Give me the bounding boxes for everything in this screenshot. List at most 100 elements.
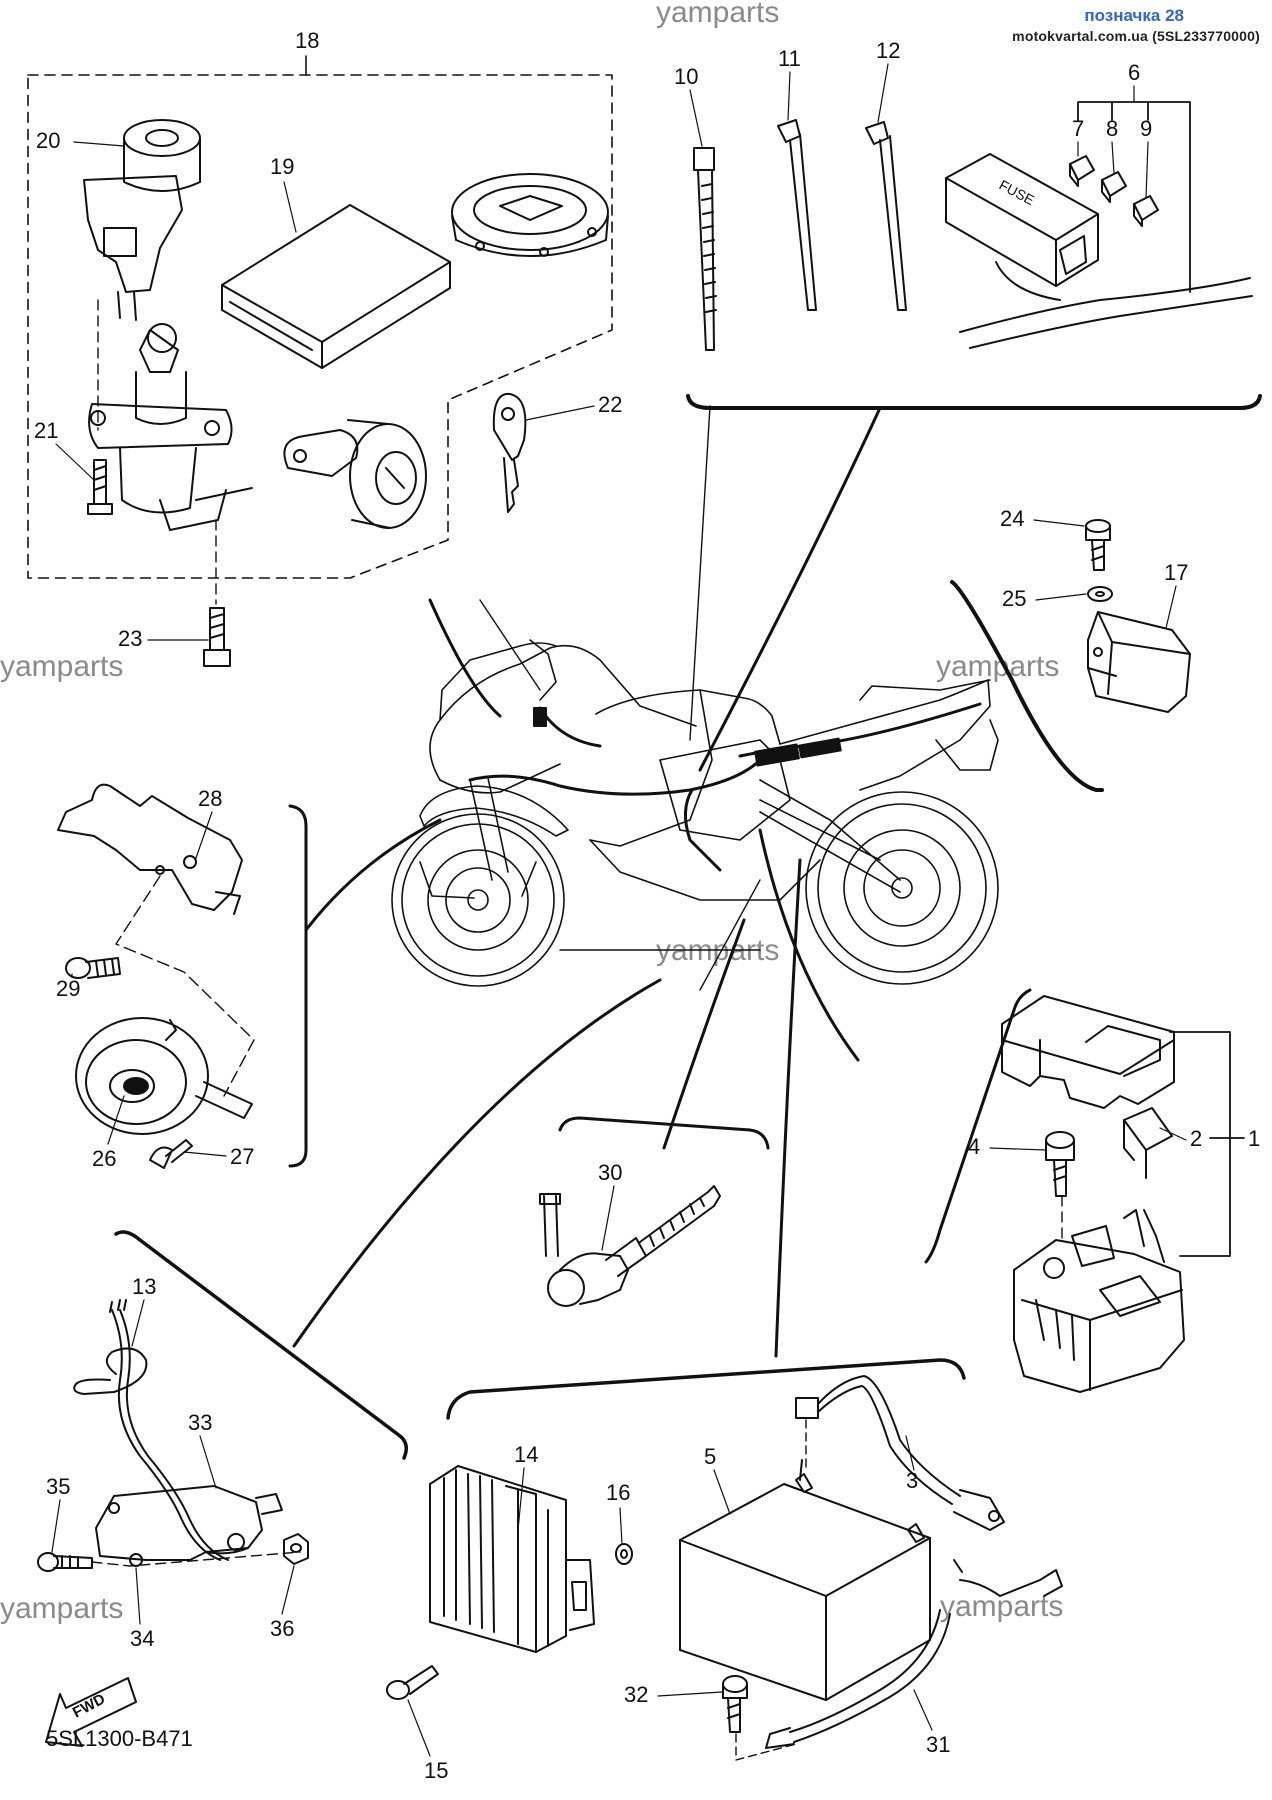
part-number-8: 8 [1106, 116, 1118, 141]
cable-band-icon [865, 121, 907, 311]
washer-icon [615, 1543, 633, 1565]
fuse-icon [1101, 171, 1127, 203]
leader-lines [304, 818, 442, 932]
part-number-35: 35 [46, 1474, 70, 1499]
fuel-cap-icon [451, 173, 609, 257]
part-number-6: 6 [1128, 60, 1140, 85]
horn-icon [75, 1017, 253, 1135]
part-number-11: 11 [778, 46, 801, 71]
ecu-unit-icon [221, 204, 451, 369]
part-number-17: 17 [1164, 560, 1188, 585]
bolt-icon [87, 459, 113, 515]
leader [1077, 101, 1191, 293]
part-number-4: 4 [968, 1134, 980, 1159]
fuse-icon [1123, 1107, 1173, 1179]
steering-lock-icon [88, 323, 253, 531]
diagram-code: 5SL1300-B471 [46, 1726, 193, 1751]
fuse-icon [1069, 155, 1095, 187]
battery-cable-icon [795, 1375, 1005, 1531]
part-number-10: 10 [674, 64, 698, 89]
part-number-15: 15 [424, 1758, 448, 1783]
part-number-1: 1 [1248, 1126, 1260, 1151]
part-number-33: 33 [188, 1410, 212, 1435]
motorcycle-outline [391, 639, 999, 987]
fwd-text: FWD [70, 1690, 108, 1721]
part-number-25: 25 [1002, 586, 1026, 611]
switch-sensor-icon [539, 1185, 721, 1307]
fuse-text: FUSE [997, 177, 1037, 209]
watermark: yamparts [656, 0, 780, 29]
detail-bracket [114, 1230, 408, 1460]
part-number-19: 19 [270, 154, 294, 179]
part-number-30: 30 [598, 1160, 622, 1185]
sensor-cable-icon [73, 1299, 229, 1561]
fuse-icon [1133, 195, 1159, 227]
bolt-icon [722, 1675, 748, 1733]
battery-icon [679, 1459, 931, 1701]
spacer [879, 1549, 1111, 1743]
part-number-21: 21 [34, 418, 58, 443]
battery-cable-icon [765, 1559, 1063, 1749]
detail-bracket [924, 988, 1032, 1264]
leader [1169, 1031, 1245, 1257]
part-number-3: 3 [906, 1468, 918, 1493]
part-number-9: 9 [1140, 116, 1152, 141]
key-icon [492, 392, 527, 513]
bolt-icon [386, 1665, 439, 1700]
diagram-label: позначка 28 [1084, 6, 1184, 25]
leader [735, 1733, 797, 1761]
screw-icon [1085, 519, 1111, 571]
part-number-34: 34 [130, 1626, 154, 1651]
part-number-20: 20 [36, 128, 60, 153]
bolt-icon [203, 607, 231, 667]
ignition-switch-icon [83, 119, 201, 431]
part-number-7: 7 [1072, 116, 1084, 141]
relay-cover-icon [1001, 995, 1175, 1109]
group-18-box [27, 74, 613, 579]
part-number-22: 22 [598, 392, 622, 417]
detail-bracket [288, 804, 308, 1168]
part-number-31: 31 [926, 1732, 950, 1757]
part-number-26: 26 [92, 1146, 116, 1171]
bolt-icon [37, 1552, 93, 1572]
leader [115, 875, 255, 1097]
rectifier-icon [429, 1465, 595, 1653]
part-number-28: 28 [198, 786, 222, 811]
horn-bracket-icon [57, 783, 243, 915]
seat-lock-icon [283, 419, 427, 529]
leader-lines [292, 406, 882, 1358]
washer-icon [1087, 586, 1113, 602]
part-number-5: 5 [704, 1444, 716, 1469]
part-number-18: 18 [295, 28, 319, 53]
part-number-2: 2 [1190, 1126, 1202, 1151]
part-number-24: 24 [1000, 506, 1024, 531]
sensor-bracket-icon [95, 1485, 283, 1567]
detail-bracket [558, 1116, 770, 1150]
detail-bracket [686, 394, 1262, 410]
site-reference: motokvartal.com.ua (5SL233770000) [1012, 28, 1260, 44]
detail-bracket [950, 580, 1104, 792]
fwd-arrow-icon [45, 1677, 137, 1747]
part-number-12: 12 [876, 38, 900, 63]
wire-harness [468, 702, 982, 872]
relay-icon [1087, 611, 1191, 713]
part-number-32: 32 [624, 1682, 648, 1707]
harness-clamp-block [533, 707, 842, 767]
part-number-27: 27 [230, 1144, 254, 1169]
leader [91, 1551, 301, 1567]
part-number-16: 16 [606, 1480, 630, 1505]
bolt-icon [65, 957, 121, 979]
fuse-box-icon [945, 153, 1253, 349]
part-callouts: 18 20 19 21 22 23 10 11 12 [34, 28, 1260, 1783]
watermark: yamparts [0, 650, 124, 683]
detail-bracket [446, 1358, 966, 1420]
bolt-icon [1045, 1131, 1075, 1197]
cable-tie-icon [693, 147, 717, 351]
nut-icon [283, 1533, 309, 1565]
leader-lines [479, 405, 761, 991]
part-number-36: 36 [270, 1616, 294, 1641]
part-number-23: 23 [118, 626, 142, 651]
part-number-13: 13 [132, 1274, 156, 1299]
